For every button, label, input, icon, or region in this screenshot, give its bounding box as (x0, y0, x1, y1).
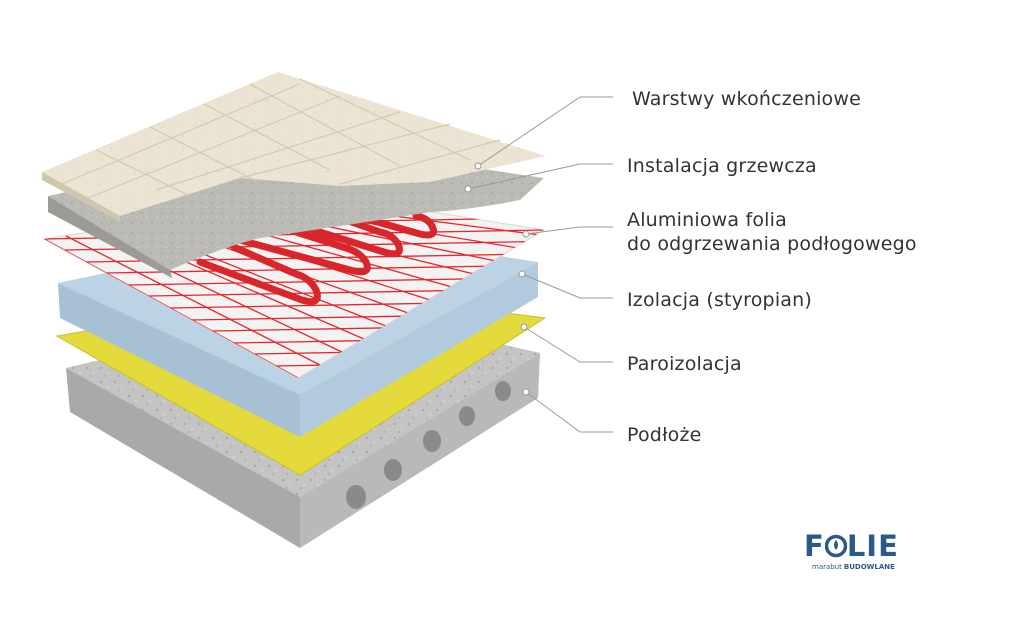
logo-word-left: F (804, 529, 825, 563)
logo-wordmark: F LIE (804, 530, 899, 562)
tiles-layer (42, 72, 546, 222)
concrete-front-left (66, 368, 300, 548)
leader-line-3 (525, 226, 613, 235)
leader-lines (464, 96, 613, 433)
logo-small-left: marabut (812, 563, 842, 571)
leader-line-5 (523, 326, 613, 363)
leader-line-4 (521, 273, 613, 299)
label-heating-installation: Instalacja grzewcza (627, 155, 817, 177)
logo-small-right: BUDOWLANE (843, 563, 895, 571)
label-substrate: Podłoże (627, 424, 702, 446)
logo-o-drop-icon (824, 532, 848, 558)
hollow-core-holes (346, 381, 511, 509)
leader-line-1 (477, 96, 613, 167)
label-finishing-layers: Warstwy wkończeniowe (632, 88, 862, 110)
logo-word-right: LIE (846, 529, 899, 563)
label-insulation: Izolacja (styropian) (627, 289, 812, 311)
label-aluminium-foil: Aluminiowa folia do odgrzewania podłogow… (627, 209, 917, 255)
leader-line-2 (467, 163, 613, 190)
leader-line-6 (525, 391, 613, 433)
label-vapor-barrier: Paroizolacja (627, 353, 742, 375)
